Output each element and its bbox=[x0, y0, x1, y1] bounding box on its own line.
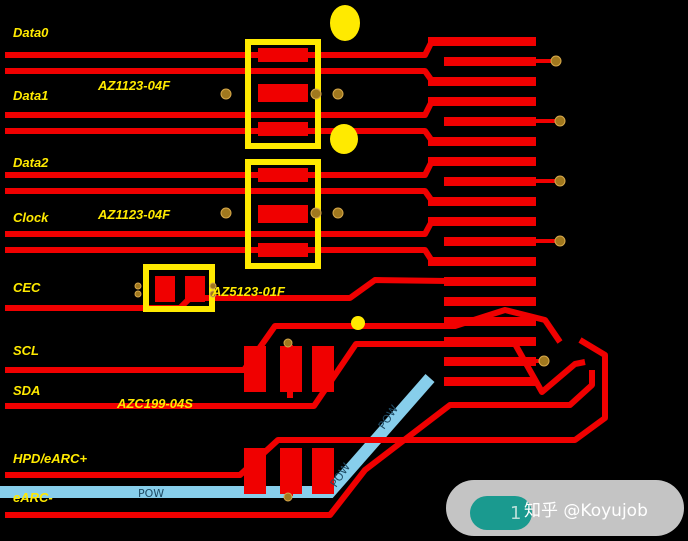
connector-pad bbox=[444, 277, 536, 286]
net-labels: Data0 Data1 Data2 Clock CEC SCL SDA HPD/… bbox=[13, 25, 87, 505]
via bbox=[134, 282, 142, 290]
connector-pad bbox=[444, 237, 536, 246]
net-label-sda: SDA bbox=[13, 383, 40, 398]
part-label-tvs-bus: AZC199-04S bbox=[116, 396, 193, 411]
watermark-badge bbox=[470, 496, 532, 530]
connector-pad bbox=[428, 77, 536, 86]
via bbox=[283, 492, 293, 502]
watermark-text: 知乎 @Koyujob bbox=[524, 501, 648, 521]
connector-pad bbox=[444, 57, 536, 66]
connector-pad bbox=[444, 317, 536, 326]
via bbox=[134, 290, 142, 298]
connector-pad bbox=[444, 357, 536, 366]
trace-data0-p bbox=[5, 39, 435, 58]
pad bbox=[258, 122, 308, 136]
pad bbox=[280, 448, 302, 494]
net-label-data2: Data2 bbox=[13, 155, 49, 170]
via bbox=[220, 207, 232, 219]
pad bbox=[280, 346, 302, 392]
connector-pad bbox=[444, 297, 536, 306]
net-label-data0: Data0 bbox=[13, 25, 49, 40]
net-label-hpd-earc-plus: HPD/eARC+ bbox=[13, 451, 87, 466]
via bbox=[209, 290, 217, 298]
net-label-data1: Data1 bbox=[13, 88, 48, 103]
part-label-tvs-top: AZ1123-04F bbox=[97, 78, 171, 93]
pad bbox=[244, 346, 266, 392]
connector-pad bbox=[428, 37, 536, 46]
net-label-scl: SCL bbox=[13, 343, 39, 358]
connector-pad bbox=[428, 137, 536, 146]
trace-data1-n bbox=[5, 128, 435, 143]
connector-pad bbox=[444, 177, 536, 186]
pin1-marker bbox=[351, 316, 365, 330]
connector-pad bbox=[444, 377, 536, 386]
via bbox=[538, 355, 550, 367]
via bbox=[310, 207, 322, 219]
connector-pads bbox=[428, 37, 536, 386]
via bbox=[310, 88, 322, 100]
vias bbox=[134, 55, 566, 502]
via bbox=[332, 88, 344, 100]
trace-earc-minus bbox=[5, 370, 595, 518]
net-label-cec: CEC bbox=[13, 280, 41, 295]
via bbox=[332, 207, 344, 219]
watermark-badge-text: 1 bbox=[510, 503, 521, 524]
connector-pad bbox=[428, 157, 536, 166]
pad bbox=[258, 243, 308, 257]
pad bbox=[312, 346, 334, 392]
pin1-marker bbox=[330, 124, 358, 154]
trace-data1-p bbox=[5, 99, 435, 118]
pow-label-horizontal: POW bbox=[138, 487, 164, 500]
trace-data2-n bbox=[5, 188, 435, 203]
pad bbox=[312, 448, 334, 494]
pad bbox=[185, 276, 205, 302]
pad bbox=[258, 205, 308, 223]
via bbox=[220, 88, 232, 100]
part-label-tvs-mid: AZ1123-04F bbox=[97, 207, 171, 222]
via bbox=[554, 235, 566, 247]
trace-sda bbox=[5, 341, 586, 409]
connector-pad bbox=[444, 117, 536, 126]
connector-pad bbox=[428, 257, 536, 266]
net-label-earc-minus: eARC- bbox=[13, 490, 53, 505]
trace-hpd-earc-plus bbox=[5, 337, 608, 478]
pad bbox=[244, 448, 266, 494]
pad bbox=[258, 48, 308, 62]
via bbox=[554, 115, 566, 127]
part-labels: AZ1123-04F AZ1123-04F AZ5123-01F AZC199-… bbox=[97, 78, 286, 411]
silkscreen-dots bbox=[330, 5, 365, 330]
via bbox=[554, 175, 566, 187]
component-pads bbox=[155, 48, 334, 494]
trace-clock-n bbox=[5, 247, 435, 263]
via bbox=[550, 55, 562, 67]
pad bbox=[258, 168, 308, 182]
connector-pad bbox=[428, 197, 536, 206]
via bbox=[209, 282, 217, 290]
pin1-marker bbox=[330, 5, 360, 41]
trace-clock-p bbox=[5, 219, 435, 237]
part-label-tvs-cec: AZ5123-01F bbox=[211, 284, 286, 299]
via bbox=[283, 338, 293, 348]
trace-data2-p bbox=[5, 159, 435, 178]
trace-data0-n bbox=[5, 68, 435, 83]
net-label-clock: Clock bbox=[13, 210, 49, 225]
watermark: 1 知乎 @Koyujob bbox=[446, 480, 684, 536]
pad bbox=[258, 84, 308, 102]
connector-pad bbox=[428, 97, 536, 106]
connector-pad bbox=[428, 217, 536, 226]
pad bbox=[155, 276, 175, 302]
